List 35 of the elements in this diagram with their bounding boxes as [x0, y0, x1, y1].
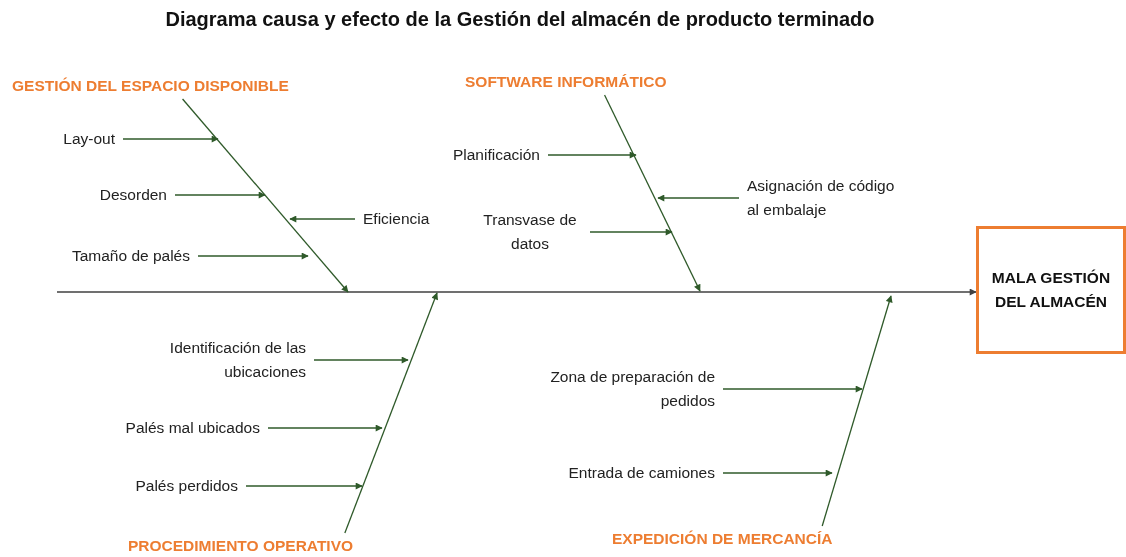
cause-label: Transvase de datos	[478, 208, 582, 256]
cause-arrow	[245, 482, 363, 490]
cause-label: Palés perdidos	[60, 474, 238, 498]
bone-arrow	[344, 292, 438, 534]
cause-arrow	[722, 469, 833, 477]
cause-arrow	[174, 191, 266, 199]
cause-arrow	[122, 135, 219, 143]
cause-arrow	[289, 215, 356, 223]
cause-label: Desorden	[60, 183, 167, 207]
cause-label: Eficiencia	[363, 207, 463, 231]
cause-label: Asignación de código al embalaje	[747, 174, 897, 222]
category-label: PROCEDIMIENTO OPERATIVO	[128, 536, 398, 556]
cause-label: Lay-out	[20, 127, 115, 151]
bone-arrow	[181, 98, 349, 293]
cause-label: Identificación de las ubicaciones	[100, 336, 306, 384]
category-label: GESTIÓN DEL ESPACIO DISPONIBLE	[12, 76, 342, 96]
cause-arrow	[197, 252, 309, 260]
cause-arrow	[722, 385, 863, 393]
cause-arrow	[589, 228, 673, 236]
diagram-title: Diagrama causa y efecto de la Gestión del almacén de producto terminado	[164, 8, 876, 31]
bone-arrow	[821, 295, 893, 527]
cause-label: Palés mal ubicados	[60, 416, 260, 440]
cause-arrow	[547, 151, 637, 159]
category-label: SOFTWARE INFORMÁTICO	[465, 72, 725, 92]
cause-arrow	[657, 194, 740, 202]
bone-arrow	[603, 94, 701, 292]
spine-arrow	[56, 288, 977, 296]
effect-box: MALA GESTIÓN DEL ALMACÉN	[976, 226, 1126, 354]
cause-arrow	[313, 356, 409, 364]
cause-arrow	[267, 424, 383, 432]
cause-label: Planificación	[400, 143, 540, 167]
category-label: EXPEDICIÓN DE MERCANCÍA	[612, 529, 882, 549]
cause-label: Tamaño de palés	[20, 244, 190, 268]
cause-label: Entrada de camiones	[515, 461, 715, 485]
cause-label: Zona de preparación de pedidos	[515, 365, 715, 413]
